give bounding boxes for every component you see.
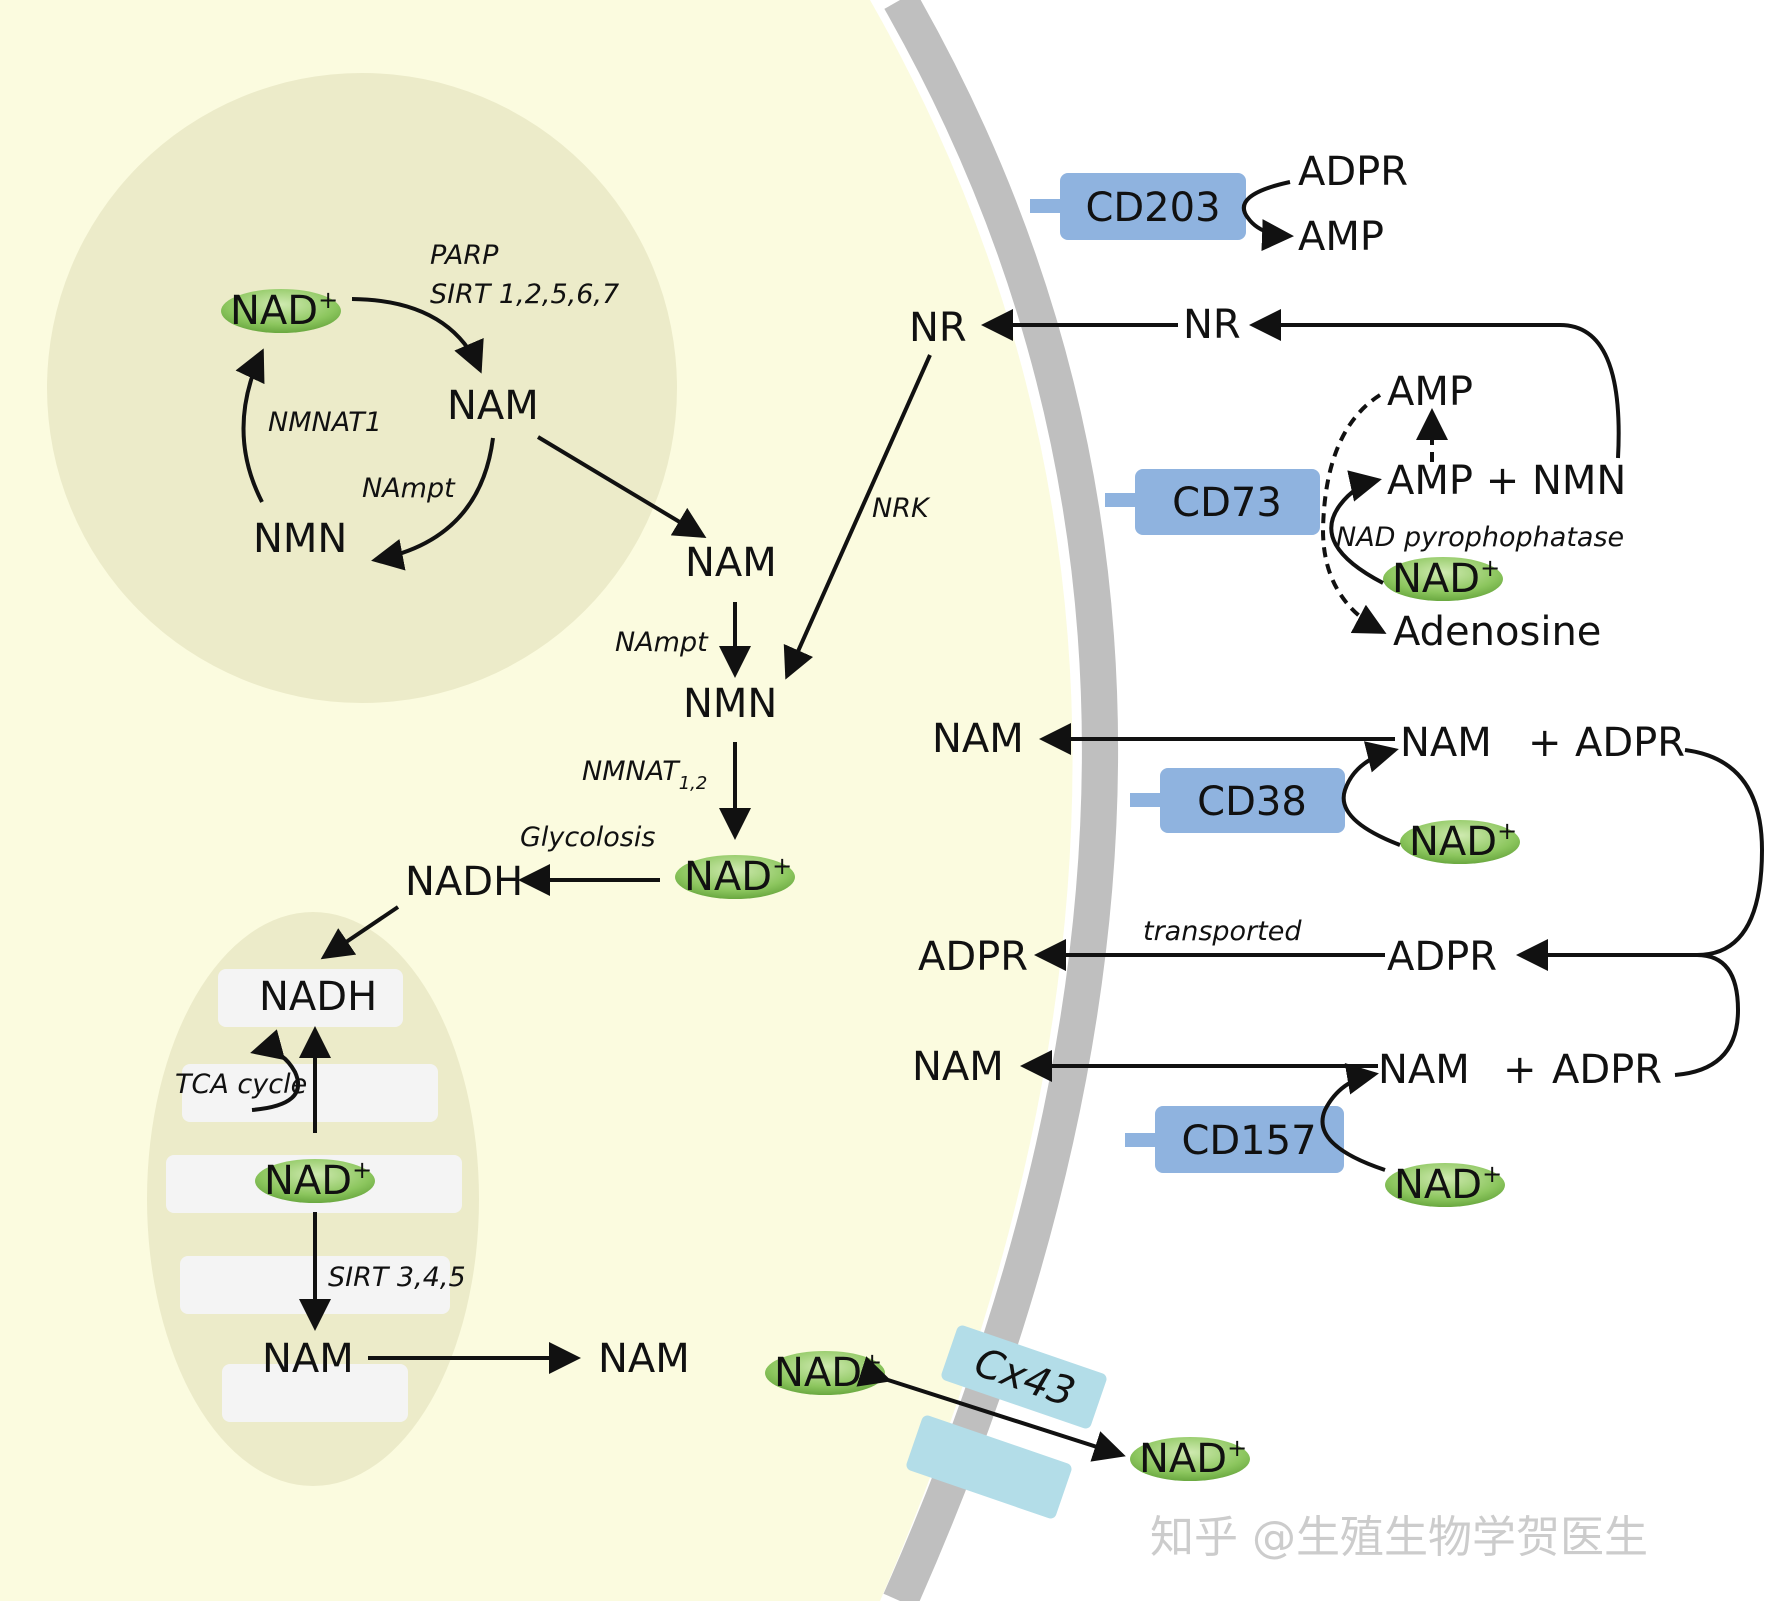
cyto-nmn-label: NMN xyxy=(683,681,777,727)
cd38-adpr-label: ADPR xyxy=(1575,720,1685,766)
cd38-receptor xyxy=(1160,768,1345,833)
cd38-nam-label: NAM xyxy=(1400,720,1492,766)
nrk-label: NRK xyxy=(872,493,931,524)
transported-adpr-label: ADPR xyxy=(918,934,1028,980)
cd203-amp-label: AMP xyxy=(1298,214,1384,260)
crista xyxy=(222,1364,408,1422)
nampt-cyto-label: NAmpt xyxy=(615,627,709,658)
nad-ellipse xyxy=(1383,557,1503,601)
adenosine-label: Adenosine xyxy=(1393,609,1601,655)
arrow-cd38-nad-to-nam xyxy=(1341,741,1401,847)
cd73-amp-label: AMP xyxy=(1387,369,1473,415)
cd157-ext-nam-label: NAM xyxy=(912,1044,1004,1090)
nad-ellipse xyxy=(765,1351,885,1395)
tca-cycle-arrow xyxy=(250,1029,301,1112)
crista xyxy=(218,969,403,1027)
nuclear-nad-label: NAD+ xyxy=(230,286,338,334)
crista xyxy=(182,1064,438,1122)
nmnat12-label: NMNAT1,2 xyxy=(582,756,707,794)
arrow-amp-to-adenosine xyxy=(1320,393,1387,634)
arrow-nam-to-nmn xyxy=(371,437,495,571)
arrow-nr-to-nmn xyxy=(783,354,932,680)
nuclear-nam-label: NAM xyxy=(447,383,539,429)
cyto-nam-label: NAM xyxy=(685,540,777,586)
cd38-nad-label: NAD+ xyxy=(1409,817,1517,865)
cyto-nad-label: NAD+ xyxy=(684,852,792,900)
arrow-nmn-to-ext-nr xyxy=(1249,309,1621,459)
cd157-nad-label: NAD+ xyxy=(1394,1160,1502,1208)
cd73-label: CD73 xyxy=(1172,480,1282,526)
nad-ellipse xyxy=(221,289,341,333)
cx43-inner-nad-label: NAD+ xyxy=(774,1348,882,1396)
watermark: 知乎 @生殖生物学贺医生 xyxy=(1150,1512,1648,1563)
nmnat1-label: NMNAT1 xyxy=(268,407,382,438)
nad-ellipse xyxy=(1400,820,1520,864)
ext-nr-label: NR xyxy=(1183,302,1241,348)
bracket-cd38-adpr xyxy=(1684,748,1765,957)
cell-membrane xyxy=(883,0,1118,1601)
nad-ellipse xyxy=(1385,1163,1505,1207)
cd38-ext-nam-label: NAM xyxy=(932,716,1024,762)
mito-nadh-label: NADH xyxy=(259,974,377,1020)
sirt-mito-label: SIRT 3,4,5 xyxy=(328,1262,466,1293)
cd38-plus-label: + xyxy=(1528,720,1562,766)
arrow-nad-to-amp-nmn xyxy=(1329,470,1384,585)
nucleus xyxy=(47,73,677,703)
parp-label: PARP xyxy=(430,240,499,271)
bracket-cd157-adpr xyxy=(1674,953,1741,1077)
nrk-nr-label: NR xyxy=(909,305,967,351)
nampt-nuclear-label: NAmpt xyxy=(362,473,456,504)
arrow-nmn-to-nad xyxy=(235,348,265,503)
cd157-nam-label: NAM xyxy=(1378,1047,1470,1093)
cd157-label: CD157 xyxy=(1181,1118,1316,1164)
nad-ellipse xyxy=(255,1159,375,1203)
cd157-plus-label: + xyxy=(1503,1047,1537,1093)
arrow-nadh-into-mito xyxy=(320,905,400,960)
mito-nad-label: NAD+ xyxy=(264,1156,372,1204)
cd73-nad-label: NAD+ xyxy=(1392,554,1500,602)
arrow-nam-export xyxy=(536,435,707,539)
cx43-outer-nad-label: NAD+ xyxy=(1139,1434,1247,1482)
cd73-receptor xyxy=(1135,469,1320,535)
cd157-receptor xyxy=(1155,1106,1344,1173)
sirt-nuclear-label: SIRT 1,2,5,6,7 xyxy=(430,279,619,310)
arrow-nad-to-nam xyxy=(351,297,484,374)
nad-pyro-label: NAD pyrophophatase xyxy=(1336,522,1624,553)
cd73-amp-nmn-label: AMP + NMN xyxy=(1387,458,1626,504)
glycolysis-label: Glycolosis xyxy=(520,822,655,853)
cd203-label: CD203 xyxy=(1085,185,1220,231)
nad-ellipse xyxy=(675,855,795,899)
cd203-adpr-label: ADPR xyxy=(1298,149,1408,195)
transported-label: transported xyxy=(1143,916,1302,947)
arrow-cx43-bidirectional xyxy=(856,1356,1126,1462)
cd38-label: CD38 xyxy=(1197,779,1307,825)
nuclear-nmn-label: NMN xyxy=(253,516,347,562)
tca-label: TCA cycle xyxy=(175,1069,307,1100)
nad-ellipse xyxy=(1130,1437,1250,1481)
cd157-adpr-label: ADPR xyxy=(1552,1047,1662,1093)
cyto-nadh-label: NADH xyxy=(405,859,523,905)
arrow-cd157-nad-to-nam xyxy=(1320,1062,1386,1172)
mito-nam-label: NAM xyxy=(262,1336,354,1382)
ext-adpr-label: ADPR xyxy=(1387,934,1497,980)
cd203-receptor xyxy=(1060,173,1246,240)
exported-nam-label: NAM xyxy=(598,1336,690,1382)
arrow-adpr-to-amp xyxy=(1241,180,1294,252)
